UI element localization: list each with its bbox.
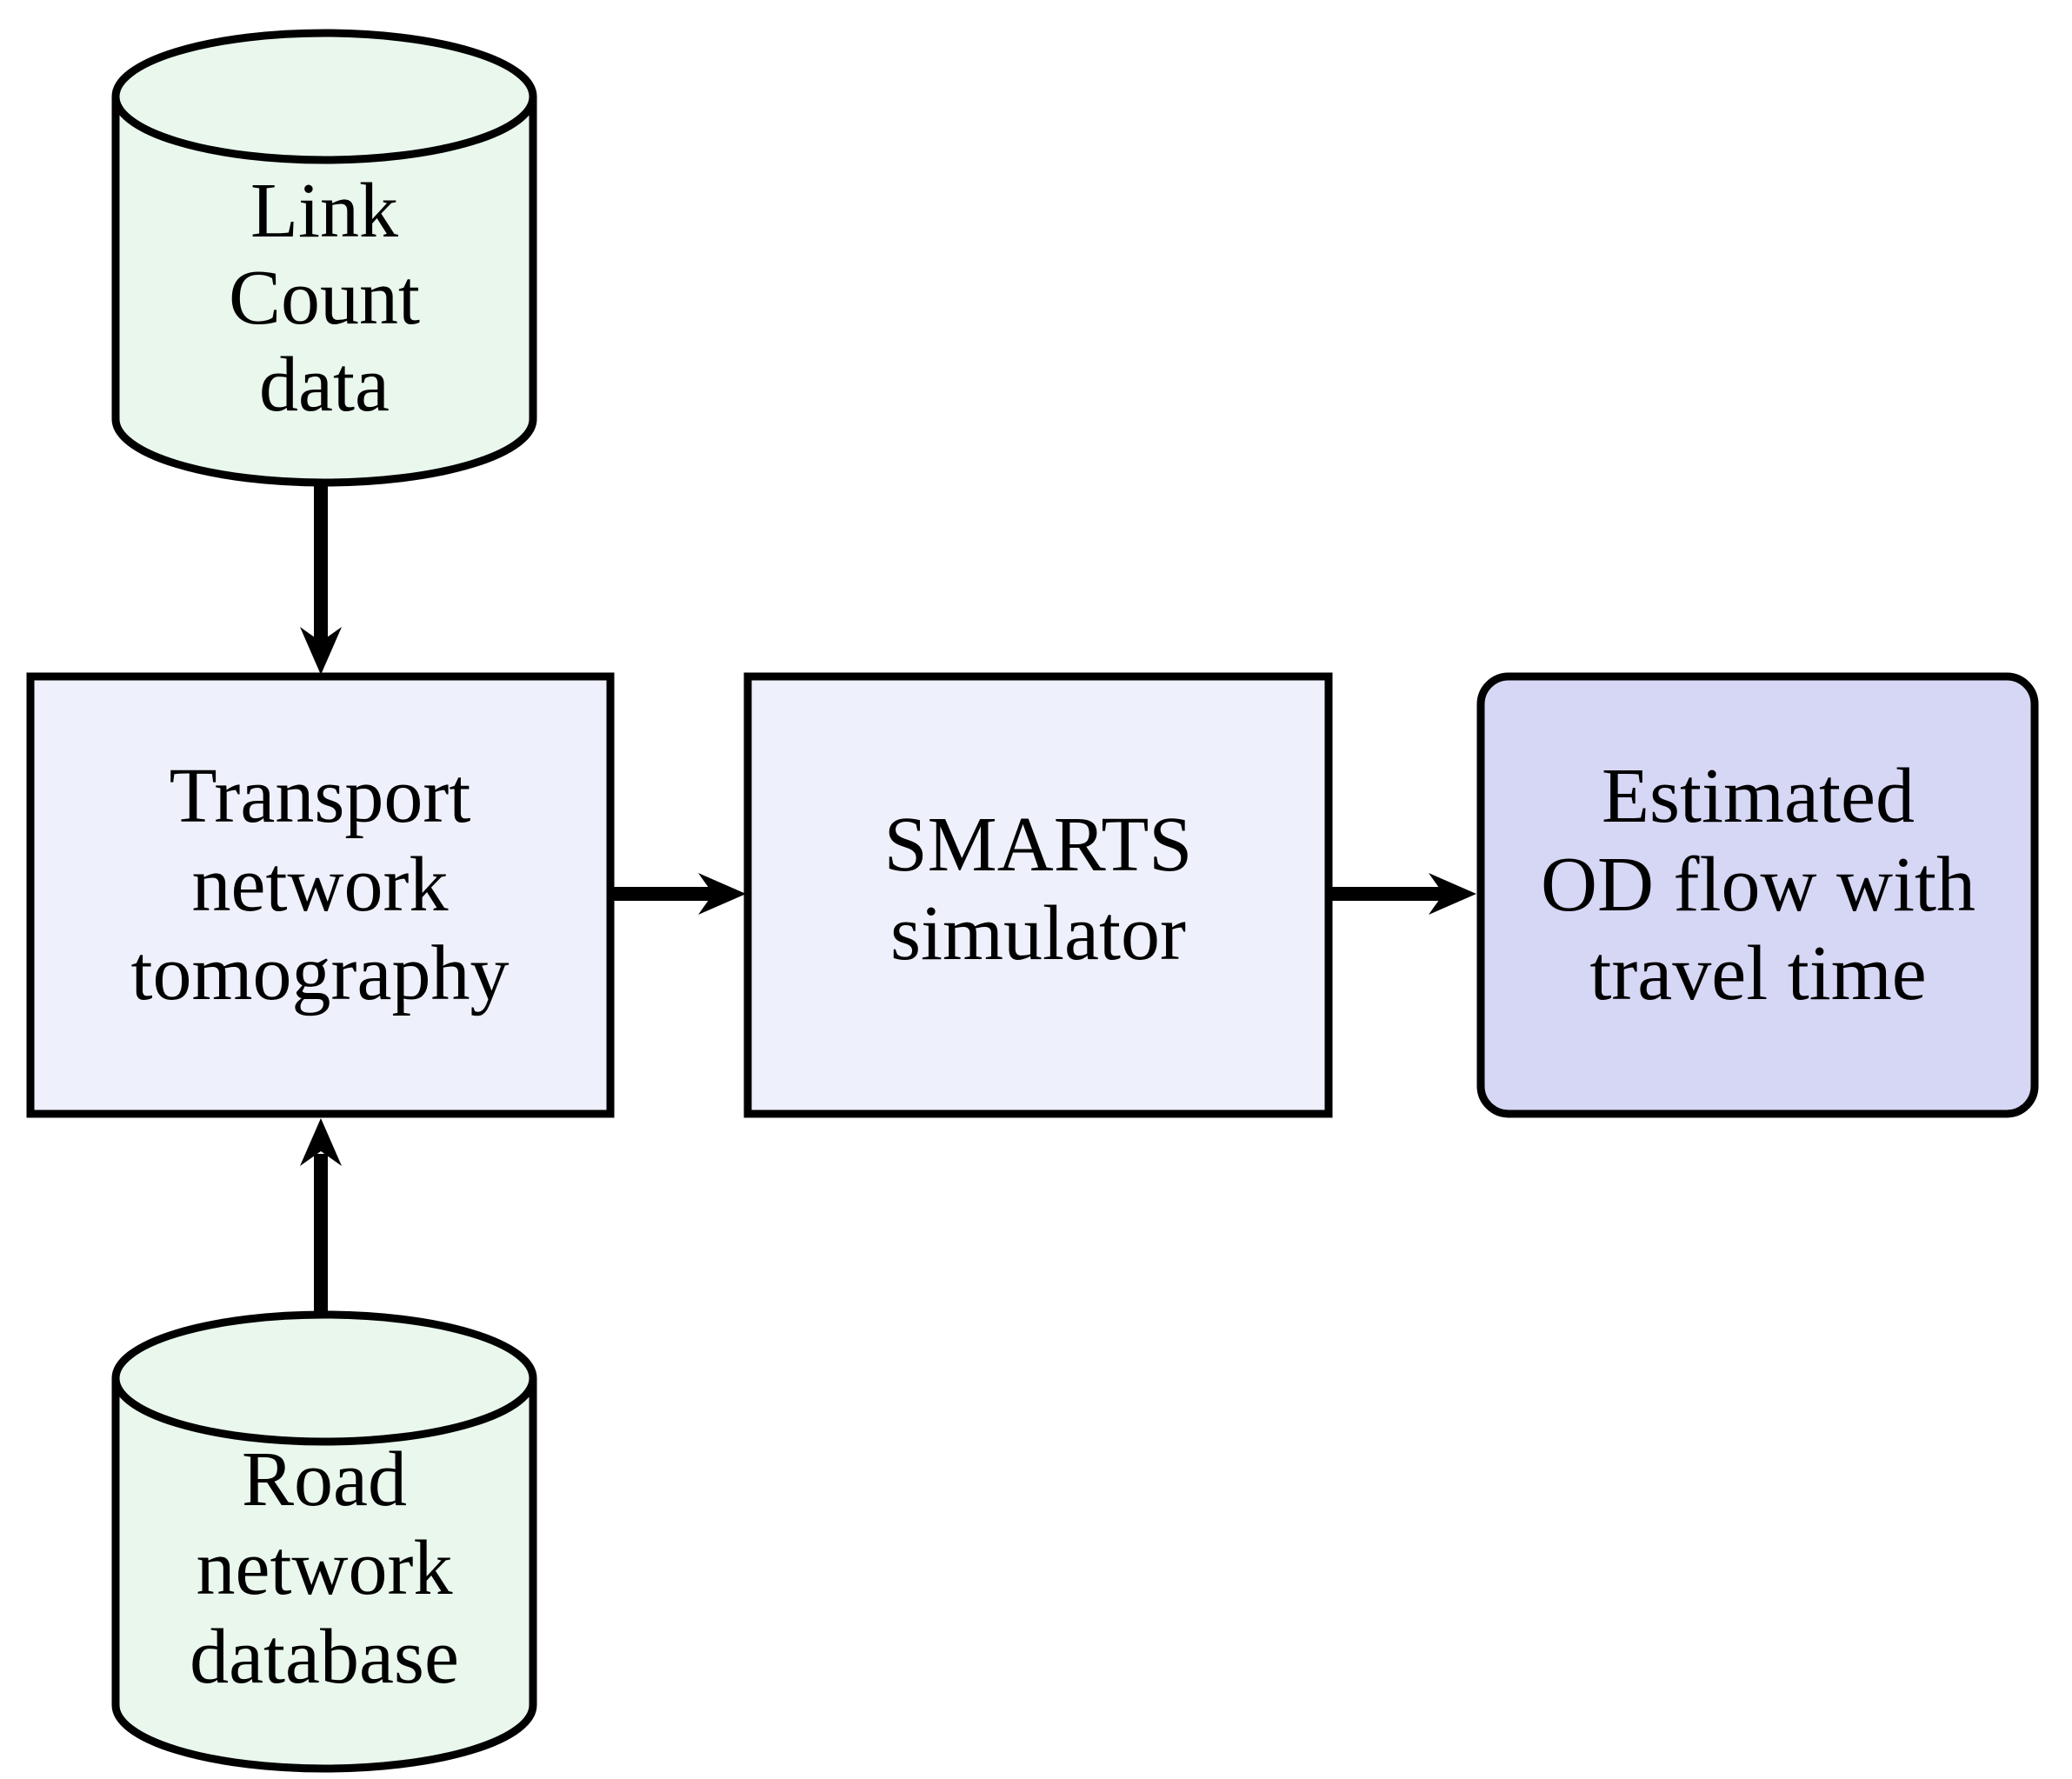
- arrow-smarts-to-od: [1332, 873, 1476, 915]
- od-flow-label-line-1: Estimated: [1602, 753, 1915, 839]
- cylinder-top-ellipse: [111, 1310, 537, 1446]
- od-flow-label-line-2: OD flow with: [1541, 842, 1975, 928]
- node-link-count: Link Count data: [111, 29, 537, 487]
- node-tomography: Transport network tomography: [26, 672, 615, 1118]
- smarts-label-line-2: simulator: [890, 890, 1186, 976]
- process-box: [743, 672, 1333, 1118]
- process-box: [26, 672, 615, 1118]
- smarts-label-line-1: SMARTS: [884, 802, 1193, 888]
- arrow-link-to-tomography: [300, 479, 342, 675]
- tomography-label-line-1: Transport: [170, 753, 471, 839]
- arrow-tomography-to-smarts: [614, 873, 746, 915]
- arrow-road-to-tomography: [300, 1118, 342, 1313]
- road-network-label-line-2: network: [197, 1525, 453, 1611]
- result-box: [1476, 672, 2039, 1118]
- link-count-label-line-2: Count: [229, 255, 420, 341]
- node-od-flow: Estimated OD flow with travel time: [1476, 672, 2039, 1118]
- link-count-label-line-1: Link: [250, 168, 398, 254]
- node-road-network: Road network database: [111, 1310, 537, 1773]
- arrowhead-up-icon: [300, 1118, 342, 1166]
- tomography-label-line-2: network: [192, 842, 449, 928]
- arrowhead-right-icon: [1429, 873, 1476, 915]
- arrowhead-right-icon: [698, 873, 746, 915]
- tomography-label-line-3: tomography: [131, 930, 510, 1016]
- road-network-label-line-1: Road: [242, 1436, 407, 1522]
- od-flow-label-line-3: travel time: [1589, 930, 1926, 1016]
- cylinder-top-ellipse: [111, 29, 537, 164]
- node-smarts: SMARTS simulator: [743, 672, 1333, 1118]
- link-count-label-line-3: data: [259, 342, 390, 428]
- arrowhead-down-icon: [300, 627, 342, 675]
- road-network-label-line-3: database: [190, 1614, 459, 1700]
